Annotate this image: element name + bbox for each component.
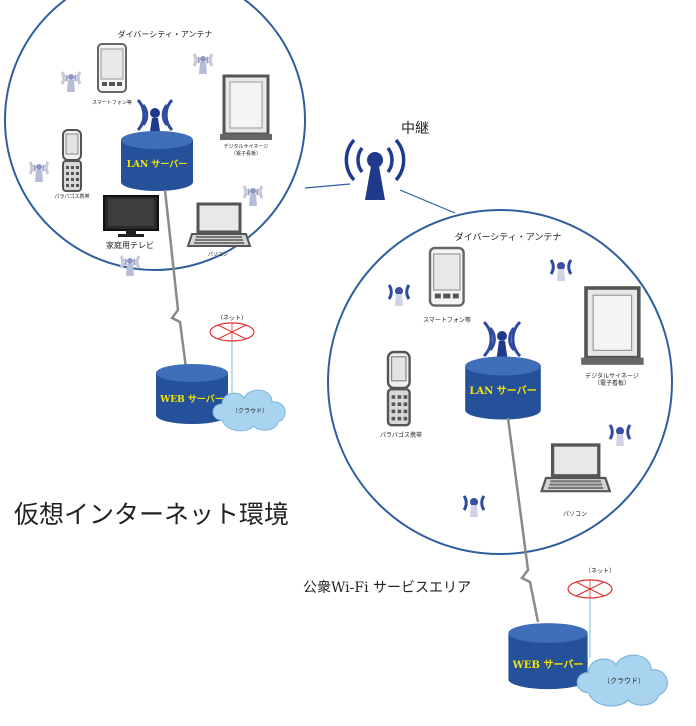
left-featurephone-label: パラパゴス携帯 [54,193,89,200]
left-laptop-icon [186,202,252,248]
left-net-label: （ネット） [217,315,247,322]
right-signage-sub-label: （電子看板） [594,379,630,387]
right-laptop-icon [539,443,612,493]
left-mini-antenna-4-icon [242,184,264,208]
left-lan-server-label: LAN サーバー [127,159,188,170]
right-relay-link [399,189,456,214]
right-mini-antenna-3-icon [608,423,632,448]
right-lan-antenna-icon [482,320,522,362]
left-mini-antenna-1-icon [60,70,82,94]
left-signage-label: デジタルサイネージ [224,143,269,150]
relay-antenna-icon [344,138,406,200]
right-featurephone-icon [386,350,411,427]
left-cable [163,189,188,369]
right-featurephone-label: パラパゴス携帯 [380,431,422,439]
right-lan-server [465,356,541,420]
left-cloud-label: （クラウド） [232,407,268,415]
right-signage-label: デジタルサイネージ [585,372,639,380]
right-web-server-label: WEB サーバー [512,659,584,671]
right-lan-server-label: LAN サーバー [469,385,536,397]
left-net-icon [209,322,255,342]
right-signage-icon [579,286,646,367]
right-laptop-label: パソコン [563,511,587,518]
left-service-area-circle [4,0,306,271]
left-signage-sub-label: （電子看板） [231,150,261,157]
left-mini-antenna-5-icon [119,254,141,278]
left-tv-label: 家庭用テレビ [106,240,154,250]
left-tv-icon [103,195,159,237]
left-laptop-label: パソコン [208,252,228,258]
public-wifi-label: 公衆Wi-Fi サービスエリア [303,580,471,596]
right-mini-antenna-4-icon [462,494,486,519]
right-cable [506,417,540,623]
relay-label: 中継 [401,121,429,137]
right-mini-antenna-1-icon [387,283,411,308]
left-featurephone-icon [62,129,82,192]
left-web-server-label: WEB サーバー [159,394,224,405]
right-mini-antenna-2-icon [549,258,573,283]
right-smartphone-icon [428,246,465,307]
left-antenna-label: ダイバーシティ・アンテナ [118,29,213,39]
right-web-server [508,623,588,690]
right-net-icon [567,579,613,599]
left-smartphone-icon [97,43,127,93]
left-mini-antenna-2-icon [192,52,214,76]
right-cloud-label: （クラウド） [603,677,645,685]
diagram-title: 仮想インターネット環境 [14,500,289,529]
right-net-label: （ネット） [585,568,615,575]
left-smartphone-label: スマートフォン等 [92,99,132,106]
right-antenna-label: ダイバーシティ・アンテナ [455,231,562,243]
right-smartphone-label: スマートフォン等 [423,316,471,324]
left-signage-icon [218,74,274,142]
right-service-area-circle [327,209,673,555]
left-mini-antenna-3-icon [28,160,50,184]
left-relay-link [304,183,351,189]
